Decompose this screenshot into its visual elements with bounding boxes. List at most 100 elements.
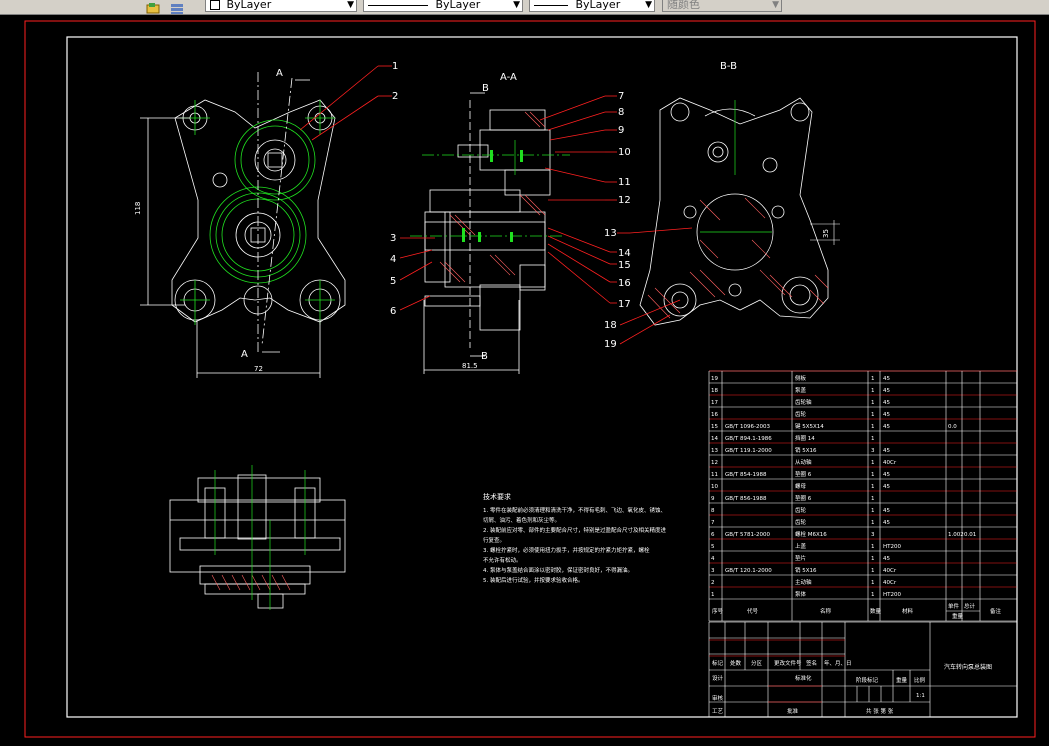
- bom-cell-name: 齿轮轴: [795, 398, 812, 406]
- bom-cell-name: 齿轮: [795, 518, 807, 526]
- top-view-centerlines: [214, 465, 306, 610]
- chevron-down-icon: ▼: [772, 0, 779, 10]
- note-line: 4. 泵体与泵盖结合面涂以密封胶，保证密封良好，不得漏油。: [483, 566, 633, 574]
- bom-cell-qty: 1: [871, 508, 875, 514]
- bom-cell-qty: 1: [871, 484, 875, 490]
- lineweight-sample-icon: [534, 4, 568, 6]
- drawing-svg: A A 118 72 1 2: [24, 20, 1036, 738]
- color-swatch-icon: [210, 0, 220, 10]
- bom-cell-no: 13: [711, 448, 718, 454]
- bom-cell-no: 2: [711, 580, 715, 586]
- bom-cell-no: 14: [711, 436, 718, 442]
- balloon-16: 16: [618, 278, 631, 289]
- bom-cell-qty: 1: [871, 388, 875, 394]
- bom-cell-material: HT200: [883, 544, 901, 550]
- chevron-down-icon: ▼: [645, 0, 652, 10]
- balloon-2: 2: [392, 91, 398, 102]
- bom-cell-no: 18: [711, 388, 718, 394]
- balloon-12: 12: [618, 195, 631, 206]
- balloon-19: 19: [604, 339, 617, 350]
- linetype-sample-icon: [368, 4, 428, 6]
- bom-cell-qty: 1: [871, 472, 875, 478]
- bom-cell-code: GB/T 1096-2003: [725, 424, 770, 430]
- bom-cell-code: GB/T 856-1988: [725, 496, 767, 502]
- bom-cell-no: 5: [711, 544, 715, 550]
- bom-cell-material: 40Cr: [883, 580, 897, 586]
- bom-cell-material: 45: [883, 412, 890, 418]
- bom-cell-material: 45: [883, 556, 890, 562]
- bom-cell-name: 垫片: [795, 554, 806, 562]
- bom-cell-material: 45: [883, 448, 890, 454]
- layer-state-icon[interactable]: [146, 0, 160, 14]
- bom-cell-code: GB/T 854-1988: [725, 472, 767, 478]
- section-bb-hatch: [647, 197, 829, 319]
- bom-cell-name: 垫圈 6: [795, 470, 812, 478]
- cut-a-top-label: A: [276, 68, 283, 79]
- balloon-14: 14: [618, 248, 631, 259]
- bom-cell-qty: 1: [871, 568, 875, 574]
- bom-header-qty: 数量: [870, 607, 882, 615]
- top-view-gear: [211, 574, 291, 591]
- bom-cell-name: 泵体: [795, 590, 807, 598]
- section-aa-view: [423, 92, 551, 374]
- section-aa-hatch: [439, 111, 546, 283]
- note-line: 3. 螺栓拧紧时，必须使用扭力扳手，并按规定的拧紧力矩拧紧，螺栓: [483, 546, 650, 554]
- linetype-dropdown[interactable]: ByLayer ▼: [363, 0, 523, 12]
- bom-cell-qty: 1: [871, 592, 875, 598]
- bom-header-code: 代号: [747, 607, 759, 615]
- bom-cell-no: 15: [711, 424, 718, 430]
- bom-cell-name: 上盖: [795, 542, 807, 550]
- layer-color-dropdown[interactable]: ByLayer ▼: [205, 0, 357, 12]
- note-line: 切屑、油污、着色剂和灰尘等。: [483, 516, 560, 524]
- bom-header-total: 总计: [964, 602, 976, 610]
- bom-cell-material: 45: [883, 376, 890, 382]
- bom-cell-name: 主动轴: [795, 578, 812, 586]
- chevron-down-icon: ▼: [347, 0, 354, 10]
- bom-cell-no: 8: [711, 508, 715, 514]
- note-line: 2. 装配前应对零、部件的主要配合尺寸，特别是过盈配合尺寸及相关精度进: [483, 526, 666, 534]
- lineweight-dropdown-label: ByLayer: [575, 0, 621, 11]
- balloon-9: 9: [618, 125, 624, 136]
- bom-cell-name: 泵盖: [795, 386, 807, 394]
- bom-cell-name: 销 5X16: [795, 446, 817, 454]
- bom-cell-qty: 1: [871, 412, 875, 418]
- balloon-11: 11: [618, 177, 631, 188]
- bom-cell-material: 45: [883, 484, 890, 490]
- properties-toolbar: ByLayer ▼ ByLayer ▼ ByLayer ▼ 随颜色 ▼: [0, 0, 1049, 15]
- layer-previous-icon[interactable]: [170, 0, 184, 14]
- bom-header-material: 材料: [902, 607, 914, 615]
- tb-sign: 签名: [806, 659, 817, 667]
- front-view: [140, 72, 346, 378]
- lineweight-dropdown[interactable]: ByLayer ▼: [529, 0, 655, 12]
- section-aa-centerlines: [410, 140, 570, 237]
- bom-cell-qty: 1: [871, 496, 875, 502]
- tb-zone: 分区: [751, 659, 763, 667]
- bom-header-weight: 重量: [952, 612, 964, 620]
- balloon-8: 8: [618, 107, 624, 118]
- bom-cell-total-weight: 0.01: [964, 532, 976, 538]
- bb-dim-label: 35: [822, 229, 830, 238]
- bom-cell-name: 螺母: [795, 482, 807, 490]
- bom-cell-no: 12: [711, 460, 718, 466]
- title-block: [708, 621, 1018, 718]
- outer-frame: [24, 20, 1036, 738]
- front-height-dim: 118: [134, 202, 142, 215]
- drawing-canvas[interactable]: A A 118 72 1 2: [0, 15, 1049, 742]
- bom-header-note: 备注: [990, 607, 1002, 615]
- bom-cell-code: GB/T 120.1-2000: [725, 568, 772, 574]
- bom-cell-material: 45: [883, 400, 890, 406]
- tb-approve: 批准: [787, 707, 799, 715]
- bom-cell-no: 16: [711, 412, 718, 418]
- plot-style-dropdown[interactable]: 随颜色 ▼: [662, 0, 782, 12]
- bom-cell-no: 6: [711, 532, 715, 538]
- section-bb-view: [639, 97, 829, 326]
- bom-cell-name: 挡圈 14: [795, 434, 815, 442]
- balloon-3: 3: [390, 233, 396, 244]
- bom-cell-qty: 1: [871, 424, 875, 430]
- bom-cell-code: GB/T 894.1-1986: [725, 436, 772, 442]
- tb-process: 工艺: [712, 708, 724, 715]
- bom-cell-qty: 1: [871, 544, 875, 550]
- balloon-5: 5: [390, 276, 396, 287]
- balloon-4: 4: [390, 254, 396, 265]
